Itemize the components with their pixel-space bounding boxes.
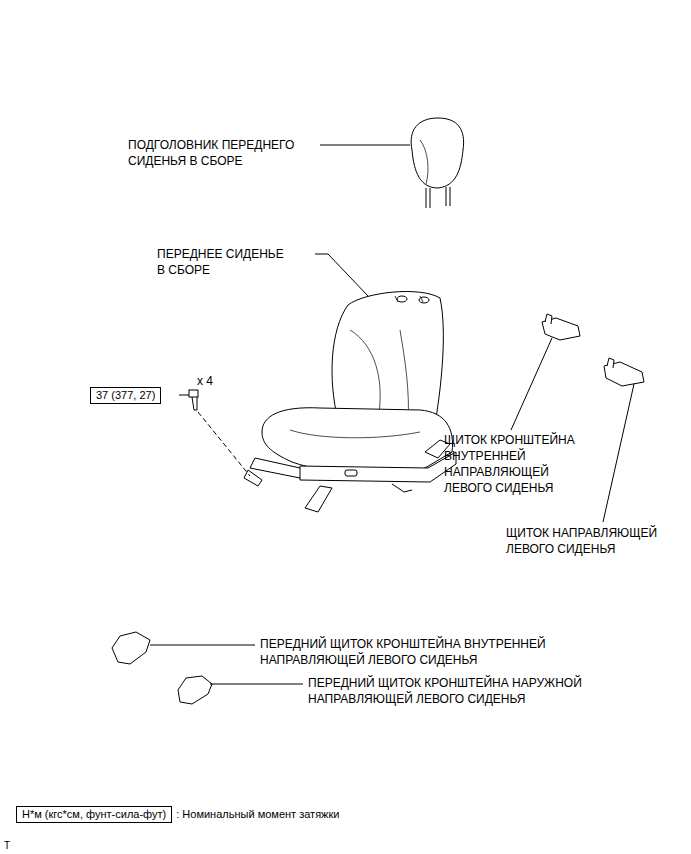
part-name: ПЕРЕДНИЙ ЩИТОК КРОНШТЕЙНА НАРУЖНОЙ НАПРА… bbox=[308, 675, 633, 707]
seat-drawing bbox=[244, 292, 456, 512]
part-name: ПЕРЕДНИЙ ЩИТОК КРОНШТЕЙНА ВНУТРЕННЕЙ НАП… bbox=[260, 636, 595, 668]
quantity-mark: x 4 bbox=[197, 373, 237, 389]
headrest-drawing bbox=[411, 118, 463, 208]
part-name: ЩИТОК КРОНШТЕЙНА ВНУТРЕННЕЙ НАПРАВЛЯЮЩЕЙ… bbox=[444, 432, 594, 496]
leader-lines bbox=[150, 145, 634, 684]
figure-code: T bbox=[4, 838, 24, 854]
note-text: : Номинальный момент затяжки bbox=[172, 807, 339, 822]
torque-box: 37 (377, 27) bbox=[90, 387, 161, 404]
boxed-text: 37 (377, 27) bbox=[90, 387, 161, 404]
boxed-text: Н*м (кгс*см, фунт-сила-фут) bbox=[16, 806, 172, 823]
part-name: ПЕРЕДНЕЕ СИДЕНЬЕ В СБОРЕ bbox=[157, 246, 293, 278]
bolt-drawing bbox=[179, 390, 250, 476]
legend-box: Н*м (кгс*см, фунт-сила-фут): Номинальный… bbox=[16, 806, 339, 823]
part-name: ЩИТОК НАПРАВЛЯЮЩЕЙ ЛЕВОГО СИДЕНЬЯ bbox=[506, 525, 678, 557]
cover-drawings bbox=[112, 314, 644, 704]
part-name: ПОДГОЛОВНИК ПЕРЕДНЕГО СИДЕНЬЯ В СБОРЕ bbox=[128, 137, 328, 169]
